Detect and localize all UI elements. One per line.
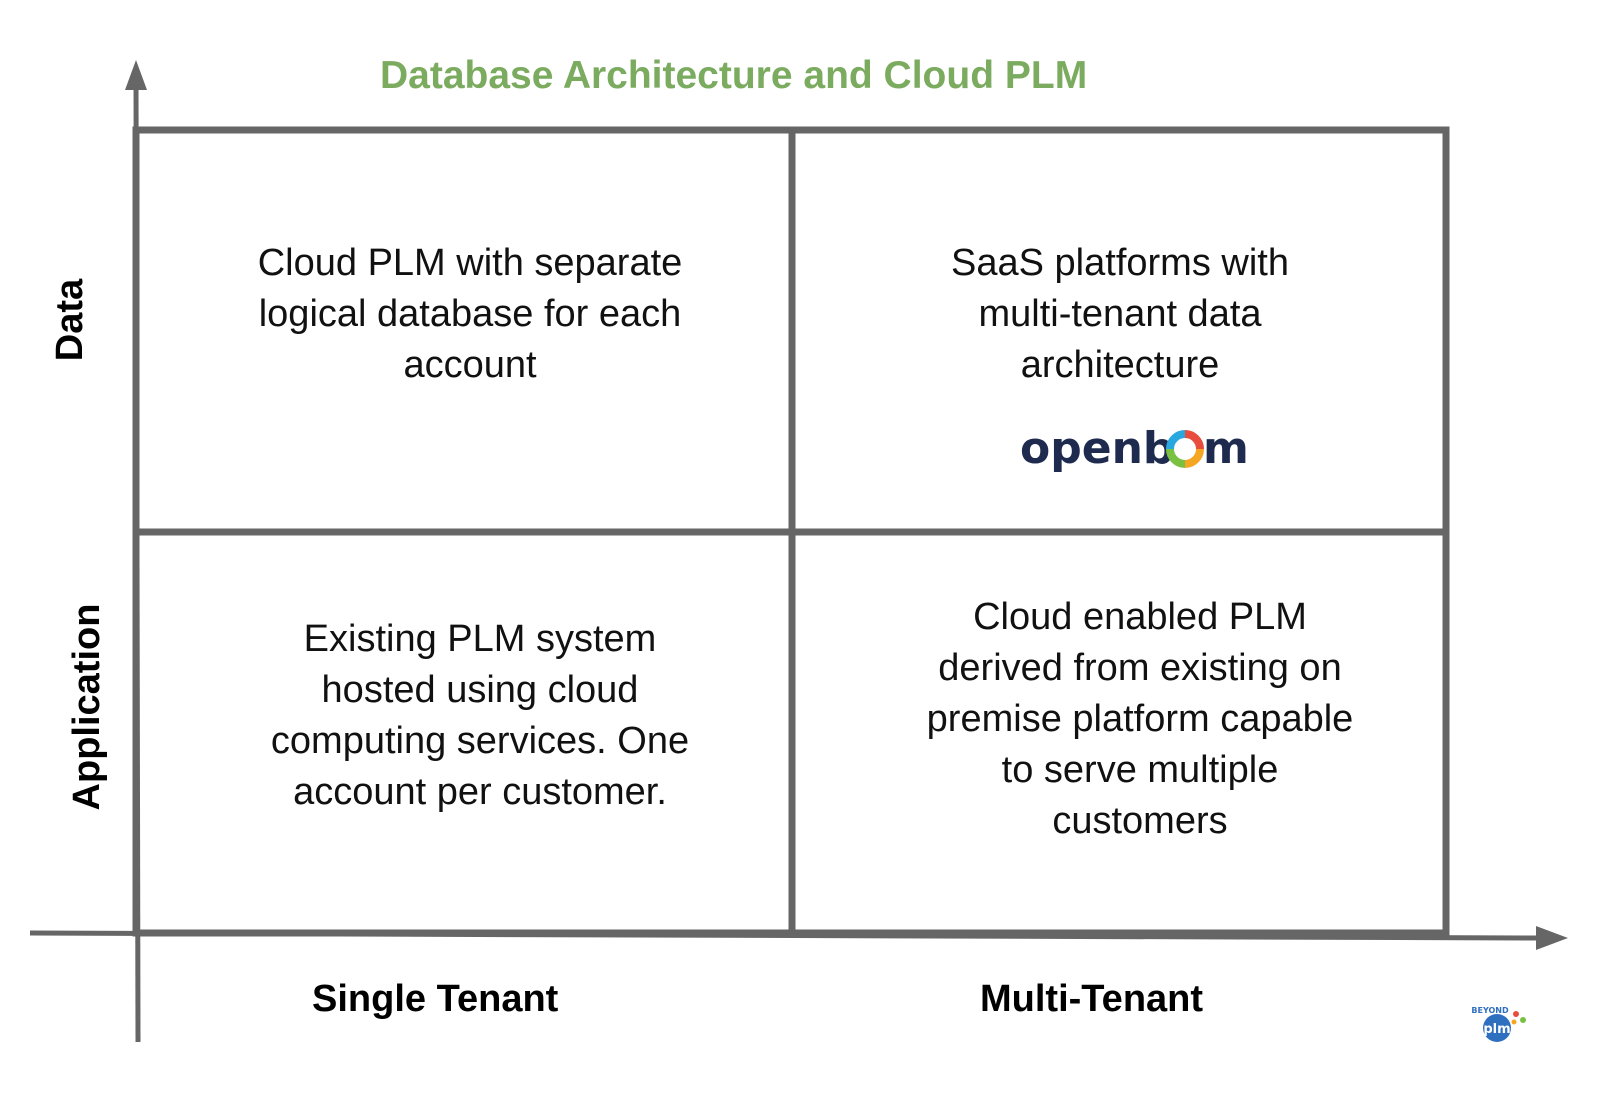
quadrant-top-left-line: Cloud PLM with separate xyxy=(257,242,683,284)
x-label-single-tenant: Single Tenant xyxy=(312,978,559,1020)
y-label-data: Data xyxy=(49,278,91,362)
quadrant-bottom-left-line: account per customer. xyxy=(293,771,667,813)
quadrant-bottom-right-line: derived from existing on xyxy=(938,647,1342,689)
quadrant-bottom-right-line: premise platform capable xyxy=(926,698,1354,740)
quadrant-top-right-line: SaaS platforms with xyxy=(951,242,1289,284)
quadrant-bottom-left-text: Existing PLM system hosted using cloud c… xyxy=(220,614,740,818)
quadrant-bottom-right-text: Cloud enabled PLM derived from existing … xyxy=(870,592,1410,847)
quadrant-top-right-line: architecture xyxy=(1020,344,1220,386)
y-label-application: Application xyxy=(66,603,108,811)
quadrant-top-right-line: multi-tenant data xyxy=(978,293,1262,335)
quadrant-top-left-line: logical database for each xyxy=(258,293,682,335)
quadrant-bottom-right-line: customers xyxy=(1052,800,1228,842)
quadrant-top-right-text: SaaS platforms with multi-tenant data ar… xyxy=(860,238,1380,391)
diagram-title: Database Architecture and Cloud PLM xyxy=(380,54,1088,97)
quadrant-top-left-line: account xyxy=(403,344,537,386)
quadrant-bottom-right-line: to serve multiple xyxy=(1001,749,1279,791)
quadrant-bottom-left-line: hosted using cloud xyxy=(321,669,639,711)
y-axis-arrow-icon xyxy=(125,60,147,90)
x-label-multi-tenant: Multi-Tenant xyxy=(980,978,1204,1020)
quadrant-bottom-right-line: Cloud enabled PLM xyxy=(973,596,1307,638)
quadrant-bottom-left-line: computing services. One xyxy=(270,720,690,762)
quadrant-top-left-text: Cloud PLM with separate logical database… xyxy=(200,238,740,391)
x-axis-arrow-icon xyxy=(1536,926,1568,950)
quadrant-bottom-left-line: Existing PLM system xyxy=(303,618,657,660)
